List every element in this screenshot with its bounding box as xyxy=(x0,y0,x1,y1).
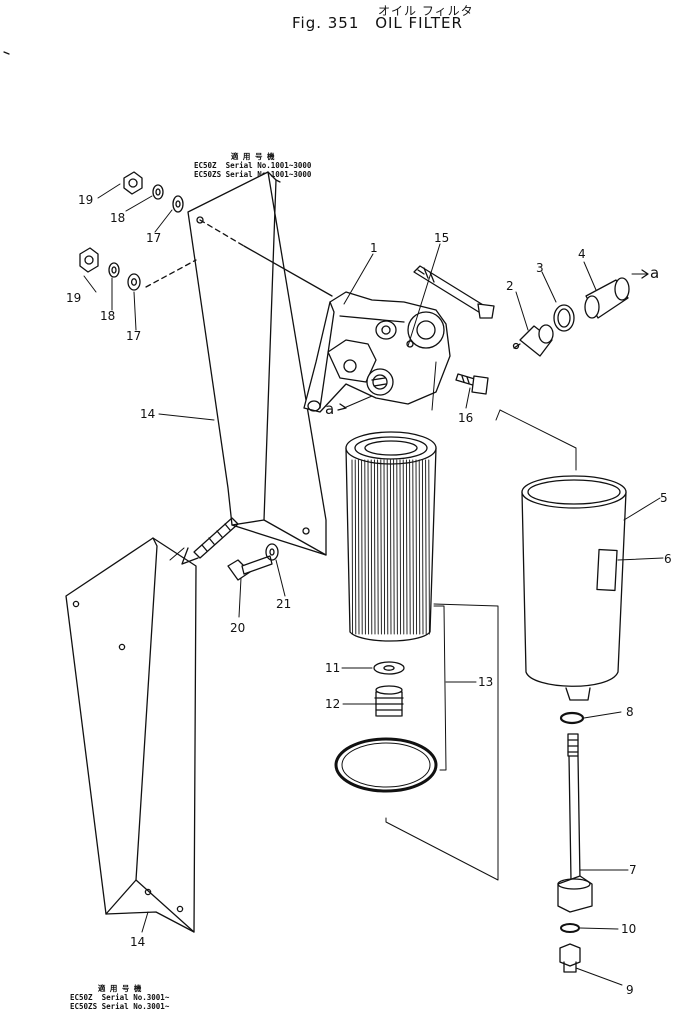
drain-plug xyxy=(559,943,581,973)
callout-14-lower: 14 xyxy=(130,935,145,949)
nut-lower xyxy=(79,247,99,273)
reference-a-head: a xyxy=(325,400,334,418)
reference-a-sleeve: a xyxy=(650,264,659,282)
direction-arrow xyxy=(181,517,239,565)
figure-title: Fig. 351 OIL FILTER xyxy=(292,14,473,32)
reference-arrowhead xyxy=(641,269,649,279)
plug xyxy=(512,324,554,357)
serial-heading: 適 用 号 機 xyxy=(230,152,275,161)
callout-13: 13 xyxy=(478,675,493,689)
center-bolt xyxy=(557,733,593,913)
spring-seat xyxy=(373,661,405,675)
bracket-upper xyxy=(187,171,327,556)
callout-3: 3 xyxy=(536,261,544,275)
lock-washer-upper xyxy=(152,184,164,200)
lock-washer-lower xyxy=(108,262,120,278)
figure-name: OIL FILTER xyxy=(375,14,463,32)
callout-15: 15 xyxy=(434,231,449,245)
callout-5: 5 xyxy=(660,491,668,505)
washer-lower xyxy=(127,273,141,291)
dashed-guide-line xyxy=(199,219,245,247)
o-ring-8 xyxy=(559,711,585,725)
guide-line xyxy=(243,245,333,297)
serial-model: EC50ZS xyxy=(70,1002,98,1011)
callout-19-upper: 19 xyxy=(78,193,93,207)
washer-upper xyxy=(172,195,184,213)
margin-mark xyxy=(3,51,10,55)
callout-labels: 1 2 3 4 5 6 7 8 9 10 11 12 13 14 14 15 1… xyxy=(66,193,672,997)
o-ring-large xyxy=(334,737,438,793)
figure-title-japanese: オイル フィルタ xyxy=(378,4,474,18)
exploded-view-drawing: 1 2 3 4 5 6 7 8 9 10 11 12 13 14 14 15 1… xyxy=(3,51,672,997)
serial-range: Serial No.3001~ xyxy=(101,1002,170,1011)
serial-heading: 適 用 号 機 xyxy=(97,984,142,993)
callout-2: 2 xyxy=(506,279,514,293)
filter-head xyxy=(303,291,451,413)
callout-10: 10 xyxy=(621,922,636,936)
callout-12: 12 xyxy=(325,697,340,711)
leader-lines xyxy=(83,183,664,986)
reference-arrowhead xyxy=(337,403,347,411)
callout-21: 21 xyxy=(276,597,291,611)
short-bolt xyxy=(455,373,489,395)
callout-4: 4 xyxy=(578,247,586,261)
nut-upper xyxy=(123,171,143,195)
callout-17-upper: 17 xyxy=(146,231,161,245)
dashed-guide-line xyxy=(145,259,197,288)
callout-9: 9 xyxy=(626,983,634,997)
serial-range: Serial No.1001~3000 xyxy=(225,161,312,170)
callout-11: 11 xyxy=(325,661,340,675)
callout-18-lower: 18 xyxy=(100,309,115,323)
filter-element xyxy=(345,431,437,642)
callout-7: 7 xyxy=(629,863,637,877)
callout-18-upper: 18 xyxy=(110,211,125,225)
callout-8: 8 xyxy=(626,705,634,719)
long-bolt xyxy=(413,265,495,319)
serial-range: Serial No.1001~3000 xyxy=(226,170,312,179)
spring xyxy=(374,685,404,717)
filter-case xyxy=(521,475,627,701)
callout-19-lower: 19 xyxy=(66,291,81,305)
figure-number: Fig. 351 xyxy=(292,14,360,32)
parts-diagram: オイル フィルタ Fig. 351 OIL FILTER 適 用 号 機 EC50… xyxy=(3,4,672,1011)
callout-1: 1 xyxy=(370,241,378,255)
serial-model: EC50Z xyxy=(194,161,217,170)
callout-16: 16 xyxy=(458,411,473,425)
bracket-lower xyxy=(65,537,197,933)
callout-17-lower: 17 xyxy=(126,329,141,343)
callout-6: 6 xyxy=(664,552,672,566)
serial-model: EC50ZS xyxy=(194,170,222,179)
callout-20: 20 xyxy=(230,621,245,635)
callout-14-upper: 14 xyxy=(140,407,155,421)
mounting-washer xyxy=(265,543,279,561)
mounting-bolt xyxy=(227,555,273,581)
o-ring-small xyxy=(553,304,575,332)
washer-10 xyxy=(560,923,580,933)
sleeve xyxy=(584,277,630,319)
assembly-lines xyxy=(169,409,577,881)
